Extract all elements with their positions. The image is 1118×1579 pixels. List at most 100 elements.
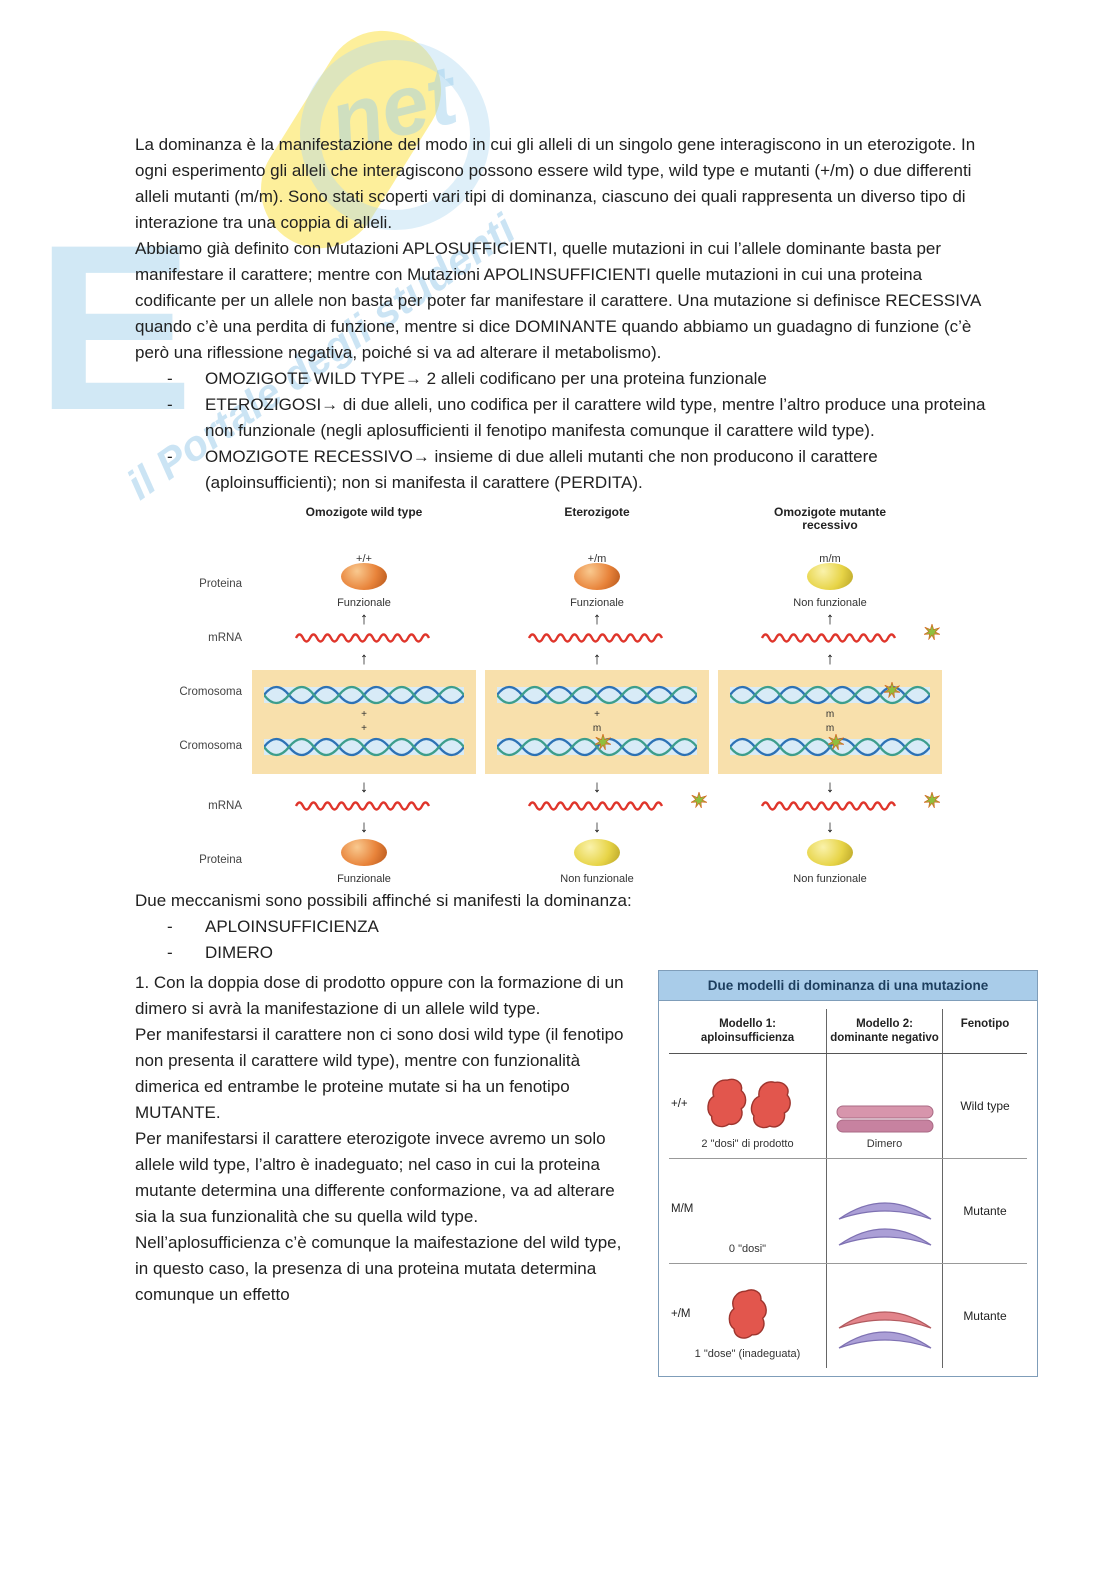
- chromosome-box: + m: [485, 670, 709, 774]
- figure1-column-mutant: Omozigote mutante recessivo m/m Non funz…: [718, 506, 942, 885]
- dna-strand: [730, 736, 930, 760]
- protein-functional-icon: [574, 562, 620, 590]
- protein-nonfunctional-icon: [574, 838, 620, 866]
- genotype-label: +/m: [587, 553, 607, 565]
- chromosome-box: m m: [718, 670, 942, 774]
- allele-label: m: [825, 723, 835, 734]
- dna-strand: [497, 736, 697, 760]
- main-text: La dominanza è la manifestazione del mod…: [135, 132, 987, 966]
- protein-nonfunctional-icon: [807, 838, 853, 866]
- paragraph-double-dose: 1. Con la doppia dose di prodotto oppure…: [135, 973, 624, 1018]
- figure2-header-row: Modello 1: aploinsufficienza Modello 2: …: [669, 1009, 1027, 1054]
- allele-label: m: [825, 709, 835, 720]
- arrow-down-icon: ↓: [592, 816, 602, 836]
- list-item: DIMERO: [167, 940, 987, 966]
- caption: 0 "dosi": [728, 1243, 767, 1255]
- figure1-column-heterozygote: Eterozigote +/m Funzionale ↑ ↑ + m: [485, 505, 709, 885]
- column-header: Eterozigote: [564, 505, 630, 519]
- mrna-wave: [718, 798, 942, 814]
- figure-dominance-models-table: Due modelli di dominanza di una mutazion…: [658, 970, 1038, 1377]
- protein-label: Funzionale: [570, 597, 624, 609]
- table-row: +/+ 2 "dosi" di prodotto: [669, 1054, 1027, 1159]
- row-label-mrna: mRNA: [208, 800, 242, 812]
- genotype-label: +/M: [671, 1307, 691, 1320]
- protein-nonfunctional-icon: [807, 562, 853, 590]
- dna-strand: [497, 684, 697, 708]
- column-header-model2: Modello 2: dominante negativo: [827, 1009, 943, 1053]
- paragraph-aplosufficienza: Nell’aplosufficienza c’è comunque la mai…: [135, 1233, 622, 1304]
- column-header-fenotipo: Fenotipo: [960, 1018, 1010, 1030]
- arrow-up-icon: ↑: [592, 608, 602, 628]
- protein-label: Non funzionale: [560, 873, 634, 885]
- phenotype-label: Mutante: [963, 1309, 1007, 1323]
- page-content: La dominanza è la manifestazione del mod…: [0, 0, 1118, 1407]
- mutation-icon: [595, 734, 611, 750]
- mrna-wave: [252, 798, 476, 814]
- figure1-row-labels: Proteina mRNA Cromosoma Cromosoma mRNA P…: [166, 506, 252, 882]
- mechanisms-list: APLOINSUFFICIENZA DIMERO: [167, 914, 987, 966]
- list-item: ETEROZIGOSI→ di due alleli, uno codifica…: [167, 392, 987, 444]
- mrna-wave: [485, 630, 709, 646]
- mutation-icon: [924, 624, 940, 640]
- protein-label: Funzionale: [337, 597, 391, 609]
- protein-label: Funzionale: [337, 873, 391, 885]
- row-label-proteina: Proteina: [199, 854, 242, 866]
- mutation-icon: [884, 682, 900, 698]
- arrow-down-icon: ↓: [825, 776, 835, 796]
- bottom-section: 1. Con la doppia dose di prodotto oppure…: [135, 970, 1038, 1377]
- arrow-down-icon: ↓: [359, 776, 369, 796]
- figure-genotypes-diagram: Proteina mRNA Cromosoma Cromosoma mRNA P…: [166, 505, 956, 885]
- list-item: OMOZIGOTE WILD TYPE→ 2 alleli codificano…: [167, 366, 987, 392]
- protein-functional-icon: [341, 562, 387, 590]
- paragraph-mutations: Abbiamo già definito con Mutazioni APLOS…: [135, 239, 981, 362]
- genotype-label: m/m: [819, 553, 841, 565]
- caption: 2 "dosi" di prodotto: [701, 1138, 794, 1150]
- genotype-label: M/M: [671, 1202, 694, 1215]
- caption: 1 "dose" (inadeguata): [694, 1348, 801, 1360]
- chromosome-box: + +: [252, 670, 476, 774]
- mutant-dimer-icon: [837, 1202, 932, 1246]
- dna-strand: [264, 684, 464, 708]
- phenotype-label: Mutante: [963, 1204, 1007, 1218]
- list-item: OMOZIGOTE RECESSIVO→ insieme di due alle…: [167, 444, 987, 496]
- protein-blob-icon: [725, 1287, 770, 1341]
- arrow-up-icon: ↑: [825, 648, 835, 668]
- caption: Dimero: [866, 1138, 903, 1150]
- figure1-column-wildtype: Omozigote wild type +/+ Funzionale ↑ ↑ +…: [252, 505, 476, 885]
- bottom-text-column: 1. Con la doppia dose di prodotto oppure…: [135, 970, 632, 1308]
- allele-label: +: [361, 723, 367, 734]
- genotype-definitions-list: OMOZIGOTE WILD TYPE→ 2 alleli codificano…: [167, 366, 987, 496]
- mutation-icon: [828, 734, 844, 750]
- protein-functional-icon: [341, 838, 387, 866]
- phenotype-label: Wild type: [960, 1099, 1010, 1113]
- table-row: +/M 1 "dose" (inadeguata): [669, 1264, 1027, 1368]
- genotype-label: +/+: [671, 1097, 688, 1110]
- figure2-title: Due modelli di dominanza di una mutazion…: [659, 971, 1037, 1001]
- arrow-up-icon: ↑: [359, 648, 369, 668]
- mrna-wave: [718, 630, 942, 646]
- arrow-down-icon: ↓: [359, 816, 369, 836]
- protein-blobs-icon: [706, 1077, 794, 1132]
- arrow-down-icon: ↓: [825, 816, 835, 836]
- column-header: Omozigote wild type: [305, 505, 423, 519]
- dna-strand: [264, 736, 464, 760]
- protein-label: Non funzionale: [793, 597, 867, 609]
- table-row: M/M 0 "dosi" Mutante: [669, 1159, 1027, 1264]
- allele-label: m: [592, 723, 602, 734]
- row-label-cromosoma: Cromosoma: [179, 740, 242, 752]
- mutation-icon: [924, 792, 940, 808]
- paragraph-no-doses: Per manifestarsi il carattere non ci son…: [135, 1025, 624, 1122]
- list-item: APLOINSUFFICIENZA: [167, 914, 987, 940]
- mechanisms-intro: Due meccanismi sono possibili affinché s…: [135, 891, 632, 910]
- dimer-icon: [836, 1105, 933, 1133]
- arrow-down-icon: ↓: [592, 776, 602, 796]
- arrow-up-icon: ↑: [359, 608, 369, 628]
- allele-label: +: [361, 709, 367, 720]
- arrow-up-icon: ↑: [592, 648, 602, 668]
- dna-strand: [730, 684, 930, 708]
- paragraph-dominance-intro: La dominanza è la manifestazione del mod…: [135, 135, 976, 232]
- row-label-mrna: mRNA: [208, 632, 242, 644]
- mrna-wave: [252, 630, 476, 646]
- arrow-up-icon: ↑: [825, 608, 835, 628]
